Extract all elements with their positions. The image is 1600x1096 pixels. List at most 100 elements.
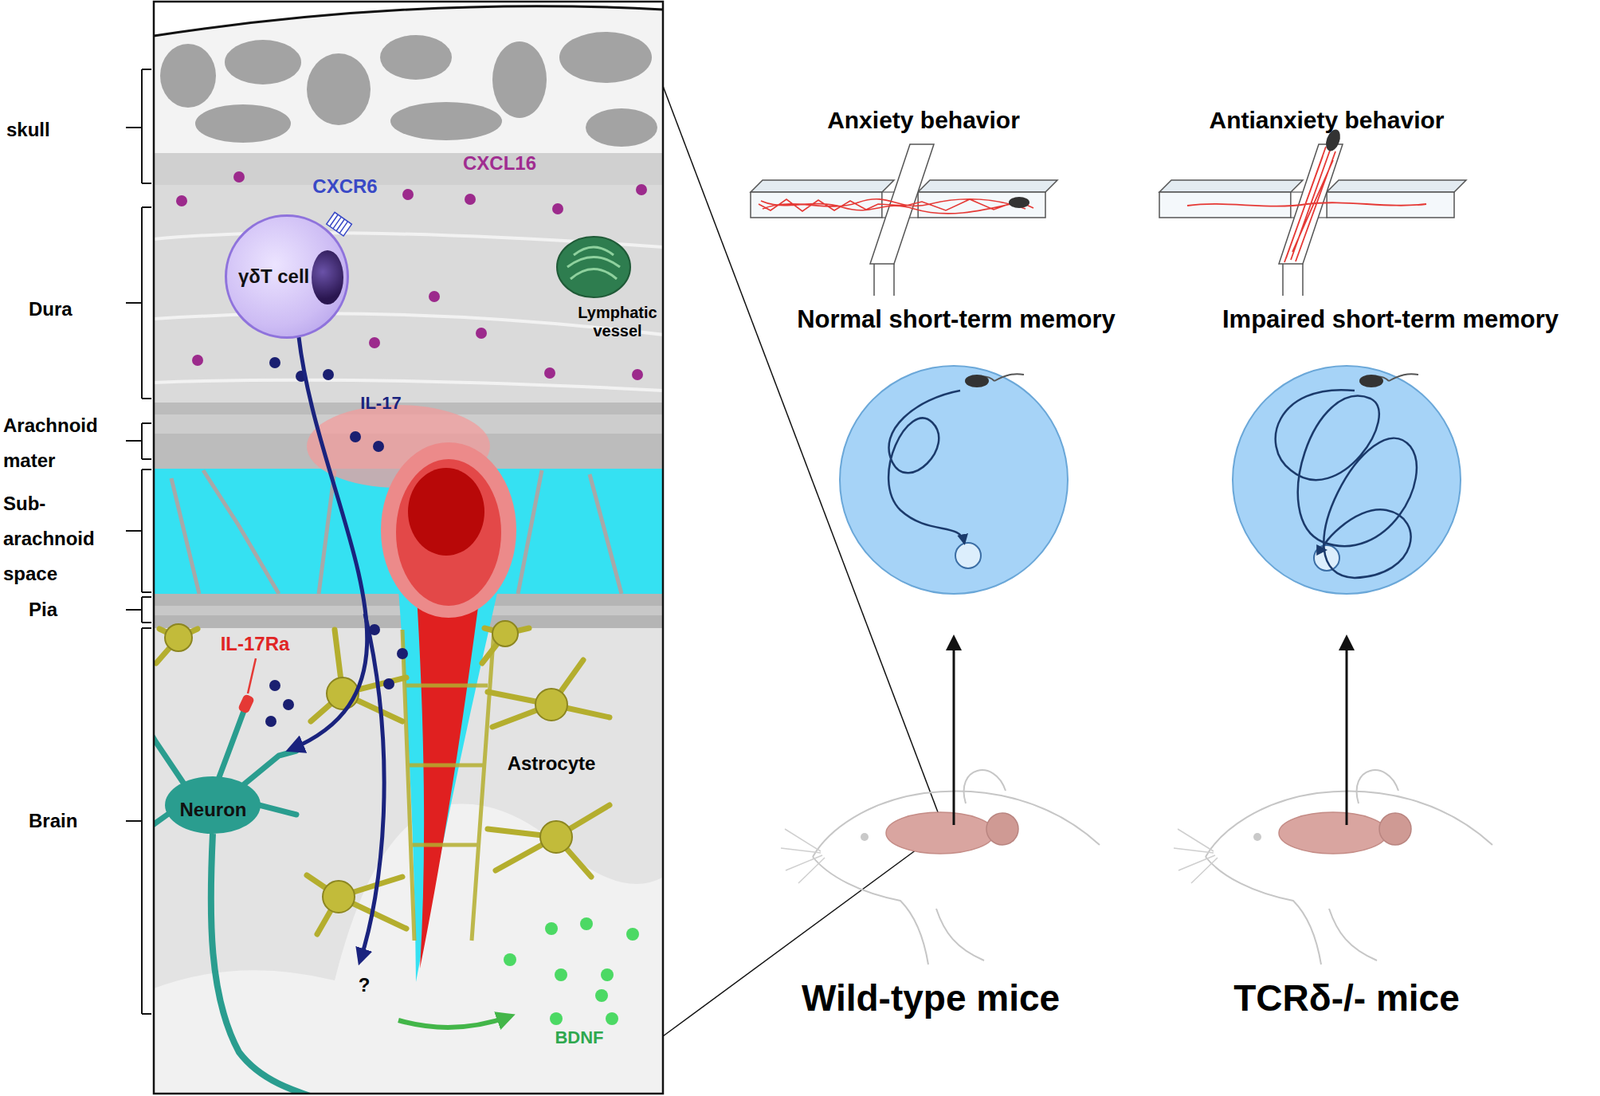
- swim-path: [888, 390, 965, 542]
- label-slot: IL-17Ra: [220, 632, 291, 655]
- vessel-lumen: [407, 467, 485, 556]
- cell-nucleus: [311, 250, 344, 305]
- il17-dot: [265, 715, 277, 727]
- bdnf-dot: [503, 952, 517, 966]
- immune-cell: γδT cell: [224, 214, 350, 339]
- mouse-icon: [1359, 374, 1384, 388]
- layer-name: Pia: [28, 598, 58, 621]
- il17-dot: [282, 698, 295, 710]
- il17-dot: [372, 440, 385, 452]
- node-label: γδT cell: [238, 265, 310, 288]
- plus-maze: [750, 144, 1058, 296]
- cxcl16-dot: [631, 368, 644, 381]
- mouse-outline: [1173, 769, 1493, 965]
- skull-outline: [153, 6, 663, 36]
- lymphatic-lumen: [567, 247, 620, 279]
- label-slot: Dura: [28, 298, 73, 321]
- cxcl16-dot: [402, 188, 414, 200]
- cxcl16-dot: [233, 171, 245, 183]
- bone-cavity: [380, 35, 452, 80]
- label-slot: Impaired short-term memory: [1222, 305, 1559, 334]
- sulcus: [153, 803, 663, 1094]
- water-maze: [1232, 365, 1461, 594]
- water-maze: [839, 365, 1068, 594]
- lymphatic-vessel: [556, 236, 631, 298]
- bone-cavity: [390, 101, 502, 141]
- cxcl16-dot: [192, 354, 204, 366]
- mouse-outline: [780, 769, 1100, 965]
- neuron-cell: Neuron: [135, 701, 291, 821]
- layer-name: Arachnoid mater: [3, 407, 115, 479]
- part-label: Astrocyte: [507, 752, 597, 775]
- node-label: Neuron: [180, 798, 248, 821]
- il17-dot: [322, 368, 334, 381]
- layer-name: skull: [6, 118, 51, 142]
- astrocyte-body: [492, 620, 518, 647]
- red-track: [1187, 146, 1427, 263]
- bone-cavity: [559, 31, 652, 83]
- panel-frame: [153, 1, 663, 1094]
- meninges-section: [153, 1, 663, 1094]
- neuron-dendrites: [153, 710, 297, 851]
- panel-label: Wild-type mice: [801, 976, 1060, 1020]
- bdnf-dot: [600, 968, 614, 981]
- label-slot: Arachnoid mater: [3, 407, 115, 479]
- label-slot: Brain: [28, 809, 78, 832]
- mouse-icon: [964, 374, 989, 388]
- label-slot: Lymphatic vessel: [565, 303, 670, 341]
- astrocyte-body: [540, 820, 573, 853]
- part-label: IL-17: [360, 392, 401, 413]
- skull-bone: [153, 6, 663, 160]
- layer-name: Brain: [28, 809, 78, 832]
- il17ra-receptor: [237, 693, 255, 714]
- dura-layer: [153, 184, 663, 403]
- label-slot: Wild-type mice: [801, 976, 1060, 1020]
- vessel-rim: [380, 442, 517, 618]
- swim-path: [1275, 389, 1417, 578]
- label-slot: Normal short-term memory: [796, 305, 1116, 334]
- skull-ground: [153, 1, 663, 185]
- bdnf-arrow: [398, 1015, 510, 1028]
- il17-dot: [269, 356, 281, 369]
- astrocyte-body: [322, 880, 355, 913]
- cxcl16-dot: [464, 193, 476, 205]
- cxcl16-dot: [368, 337, 381, 349]
- bdnf-dot: [605, 1011, 619, 1025]
- part-label: CXCL16: [462, 152, 537, 175]
- label-slot: CXCR6: [312, 175, 377, 198]
- part-label: ?: [358, 973, 371, 997]
- il17-dot: [269, 679, 281, 691]
- label-slot: skull: [6, 118, 51, 142]
- il17-dot: [368, 623, 381, 636]
- panel-label: Antianxiety behavior: [1208, 106, 1444, 135]
- label-slot: Astrocyte: [507, 752, 597, 775]
- part-label: Lymphatic vessel: [565, 303, 670, 341]
- inner-table: [153, 152, 663, 185]
- neuron-body: [164, 776, 261, 834]
- bone-cavity: [492, 41, 547, 118]
- bdnf-dot: [554, 968, 568, 981]
- label-slot: IL-17: [360, 392, 401, 413]
- bone-cavity: [224, 39, 302, 85]
- cxcl16-dot: [475, 327, 487, 339]
- up-arrow: [1345, 639, 1349, 825]
- bdnf-dot: [595, 988, 608, 1002]
- label-slot: TCRδ-/- mice: [1233, 976, 1459, 1020]
- bone-cavity: [195, 104, 291, 143]
- bdnf-dot: [549, 1011, 563, 1025]
- bdnf-dot: [626, 927, 640, 941]
- bdnf-dot: [545, 921, 558, 935]
- up-arrow: [952, 639, 956, 825]
- plus-maze: [1159, 144, 1467, 296]
- mouse-icon: [1008, 196, 1030, 208]
- label-slot: Antianxiety behavior: [1208, 106, 1444, 135]
- il17-dot: [396, 647, 408, 659]
- red-track: [758, 199, 1034, 214]
- astrocyte-body: [164, 623, 193, 651]
- vessel-wall: [396, 458, 502, 606]
- cxcl16-dot: [552, 203, 564, 215]
- astrocyte-body: [535, 688, 568, 721]
- layer-name: Sub-arachnoid space: [3, 486, 115, 592]
